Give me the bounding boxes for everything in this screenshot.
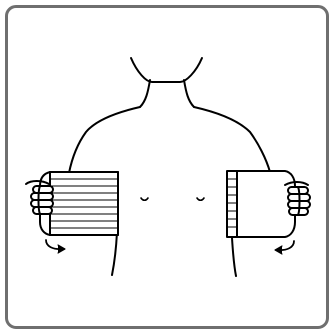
right-hand bbox=[285, 182, 310, 215]
right-rotate-arrow-icon bbox=[275, 241, 294, 254]
left-hand bbox=[26, 181, 53, 214]
left-rotate-arrow-icon bbox=[46, 240, 65, 253]
torso-outline bbox=[69, 58, 270, 276]
right-book bbox=[227, 171, 295, 237]
